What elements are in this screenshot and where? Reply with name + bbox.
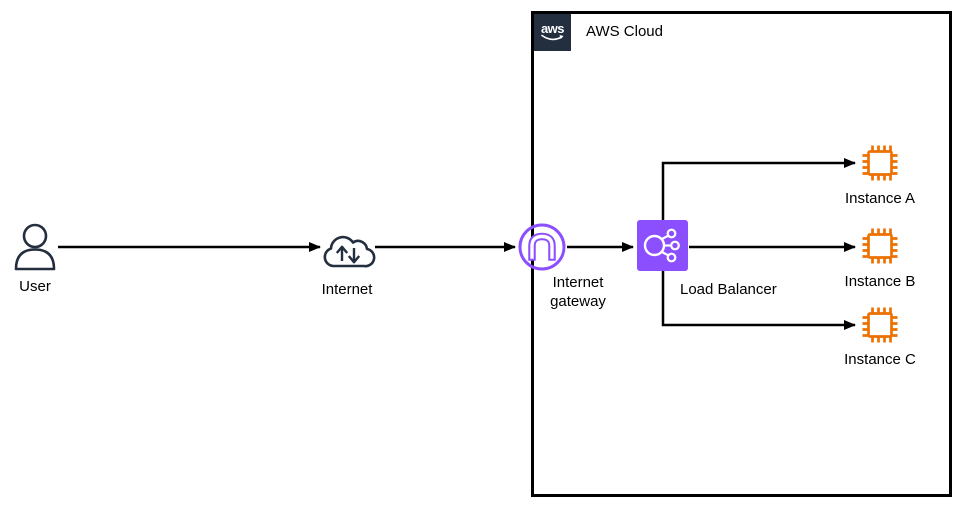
elastic-load-balancer-icon (643, 228, 680, 263)
aws-logo-text: aws (540, 20, 565, 36)
internet-label: Internet (321, 281, 373, 298)
instance-c-label: Instance C (844, 351, 916, 368)
aws-smile-swoosh (540, 34, 563, 40)
arrow-loadbalancer-to-instance-a (661, 158, 856, 220)
cloud-updown-arrows-icon (323, 235, 376, 268)
load-balancer-node (637, 220, 688, 271)
user-label: User (19, 278, 51, 295)
aws-smile-logo-icon: aws (534, 14, 571, 51)
ec2-instance-chip-icon (862, 307, 898, 343)
load-balancer-label: Load Balancer (680, 281, 777, 298)
instance-b-label: Instance B (844, 273, 916, 290)
aws-cloud-group-title: AWS Cloud (586, 23, 663, 40)
internet-gateway-label: Internet gateway (550, 274, 606, 310)
ec2-instance-chip-icon (862, 228, 898, 264)
user-icon (14, 223, 56, 271)
arrow-loadbalancer-to-instance-c (661, 271, 856, 330)
instance-a-label: Instance A (844, 190, 916, 207)
internet-gateway-icon (518, 223, 566, 271)
ec2-instance-chip-icon (862, 145, 898, 181)
